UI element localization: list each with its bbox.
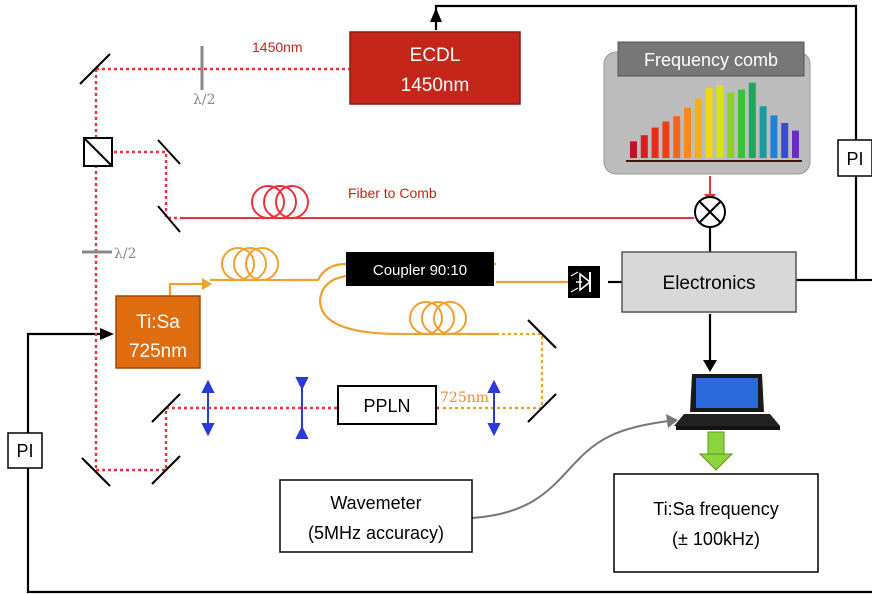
comb-line [792,130,799,158]
wavemeter-box: Wavemeter (5MHz accuracy) [279,479,473,553]
comb-spectrum [630,82,799,158]
comb-line [630,141,637,158]
tisa-wavelength-label: 725nm [129,341,187,362]
wavemeter-cable-arrowhead [666,414,678,428]
fiber-coil-orange-bottom [400,301,470,335]
orange-beam-dotted [440,332,544,410]
wavemeter-cable [471,419,677,519]
half-wave-plate-left-label: λ/2 [114,246,137,262]
wavemeter-label: Wavemeter [330,493,421,513]
mirror-bottom-left [81,457,111,487]
beam-splitter-cube [83,137,113,167]
tisa-frequency-label: Ti:Sa frequency [653,499,778,519]
fiber-to-comb-label: Fiber to Comb [348,185,437,201]
mirror-top-left [79,53,111,85]
fiber-entry-arrowhead [202,278,212,290]
comb-line [748,82,756,158]
comb-line [684,107,691,158]
tisa-frequency-box: Ti:Sa frequency (± 100kHz) [613,473,819,573]
ecdl-label: ECDL [410,45,461,66]
fiber-coil-red [240,185,318,219]
mirror-bottom-right [151,455,181,485]
beam-1450nm-label: 1450nm [252,39,303,55]
mirror-upper-right-b [157,205,181,233]
coupler-box: Coupler 90:10 [346,252,494,286]
fiber-coil-orange-top [221,247,288,281]
comb-line [705,88,713,158]
lens-3 [487,379,501,437]
output-arrow [698,431,734,471]
ppln-label: PPLN [363,396,410,416]
lens-1 [201,379,215,437]
ecdl-laser-box: ECDL 1450nm [349,31,521,105]
frequency-comb-title: Frequency comb [644,50,778,70]
comb-line [727,92,735,158]
left-pi-feedback-bottom-line [26,468,872,594]
comb-line [738,89,745,158]
lens-2 [295,377,309,439]
mixer-icon [694,196,726,228]
mirrors [79,53,557,487]
ecdl-wavelength-label: 1450nm [401,75,470,96]
tisa-label: Ti:Sa [136,312,180,333]
lenses [201,377,501,439]
pi-left-label: PI [16,441,33,461]
comb-line [662,121,670,158]
tisa-frequency-precision-label: (± 100kHz) [672,529,760,549]
mirror-orange-bottom [527,393,557,423]
computer-input-arrowhead [703,360,717,372]
comb-line [694,98,702,158]
pi-controller-left: PI [7,432,43,469]
comb-line [673,116,681,158]
orange-fiber-path [168,262,568,336]
pi-right-label: PI [846,149,863,169]
right-pi-feedback-bottom-line [796,176,858,282]
coupler-label: Coupler 90:10 [373,262,467,279]
tisa-feedback-arrowhead [100,328,114,340]
comb-line [759,106,767,158]
comb-line [716,85,724,158]
frequency-comb-panel: Frequency comb [603,41,811,175]
mirror-ppln-left [151,393,181,423]
laptop-icon [674,374,780,430]
tisa-laser-box: Ti:Sa 725nm [115,295,201,369]
ppln-crystal-box: PPLN [337,385,437,425]
comb-line [770,115,778,158]
electronics-box: Electronics [621,251,797,313]
comb-line [781,123,789,158]
pi-controller-right: PI [837,139,872,177]
wavemeter-accuracy-label: (5MHz accuracy) [308,523,444,543]
comb-line [640,135,648,158]
mirror-orange-top [527,319,557,349]
left-pi-feedback-top-line [26,332,108,433]
ecdl-feedback-arrowhead [430,8,442,22]
photodiode-icon [568,266,600,298]
electronics-label: Electronics [663,273,756,294]
mirror-upper-right-a [157,139,181,165]
half-wave-plate-top-label: λ/2 [193,92,216,108]
beam-725nm-label: 725nm [440,390,489,406]
comb-line [651,127,659,158]
